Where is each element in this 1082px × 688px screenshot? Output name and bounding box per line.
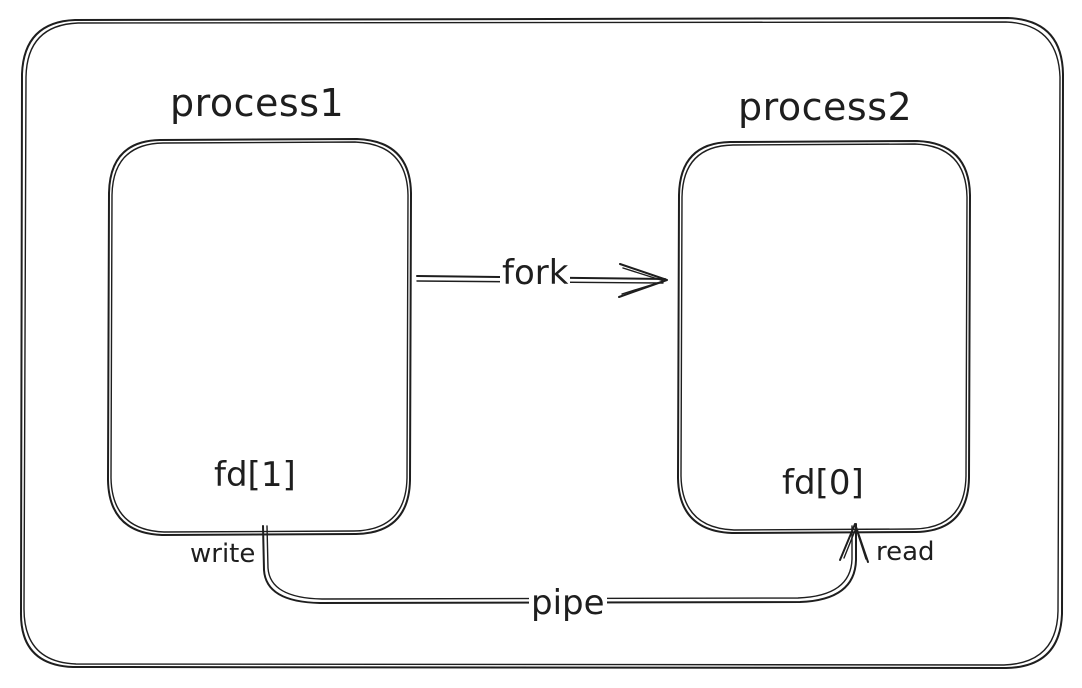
pipe-edge-label: pipe [529, 583, 607, 623]
process1-fd-label: fd[1] [214, 455, 296, 495]
fork-edge-label: fork [500, 253, 571, 293]
process1-box [107, 138, 412, 536]
process1-title: process1 [170, 81, 345, 125]
outer-container [19, 17, 1064, 669]
pipe-read-label: read [876, 537, 935, 567]
pipe-write-label: write [190, 539, 256, 569]
pipe-arrow [262, 523, 869, 604]
process2-fd-label: fd[0] [782, 463, 864, 503]
process2-title: process2 [738, 85, 913, 129]
process2-box [677, 140, 971, 534]
